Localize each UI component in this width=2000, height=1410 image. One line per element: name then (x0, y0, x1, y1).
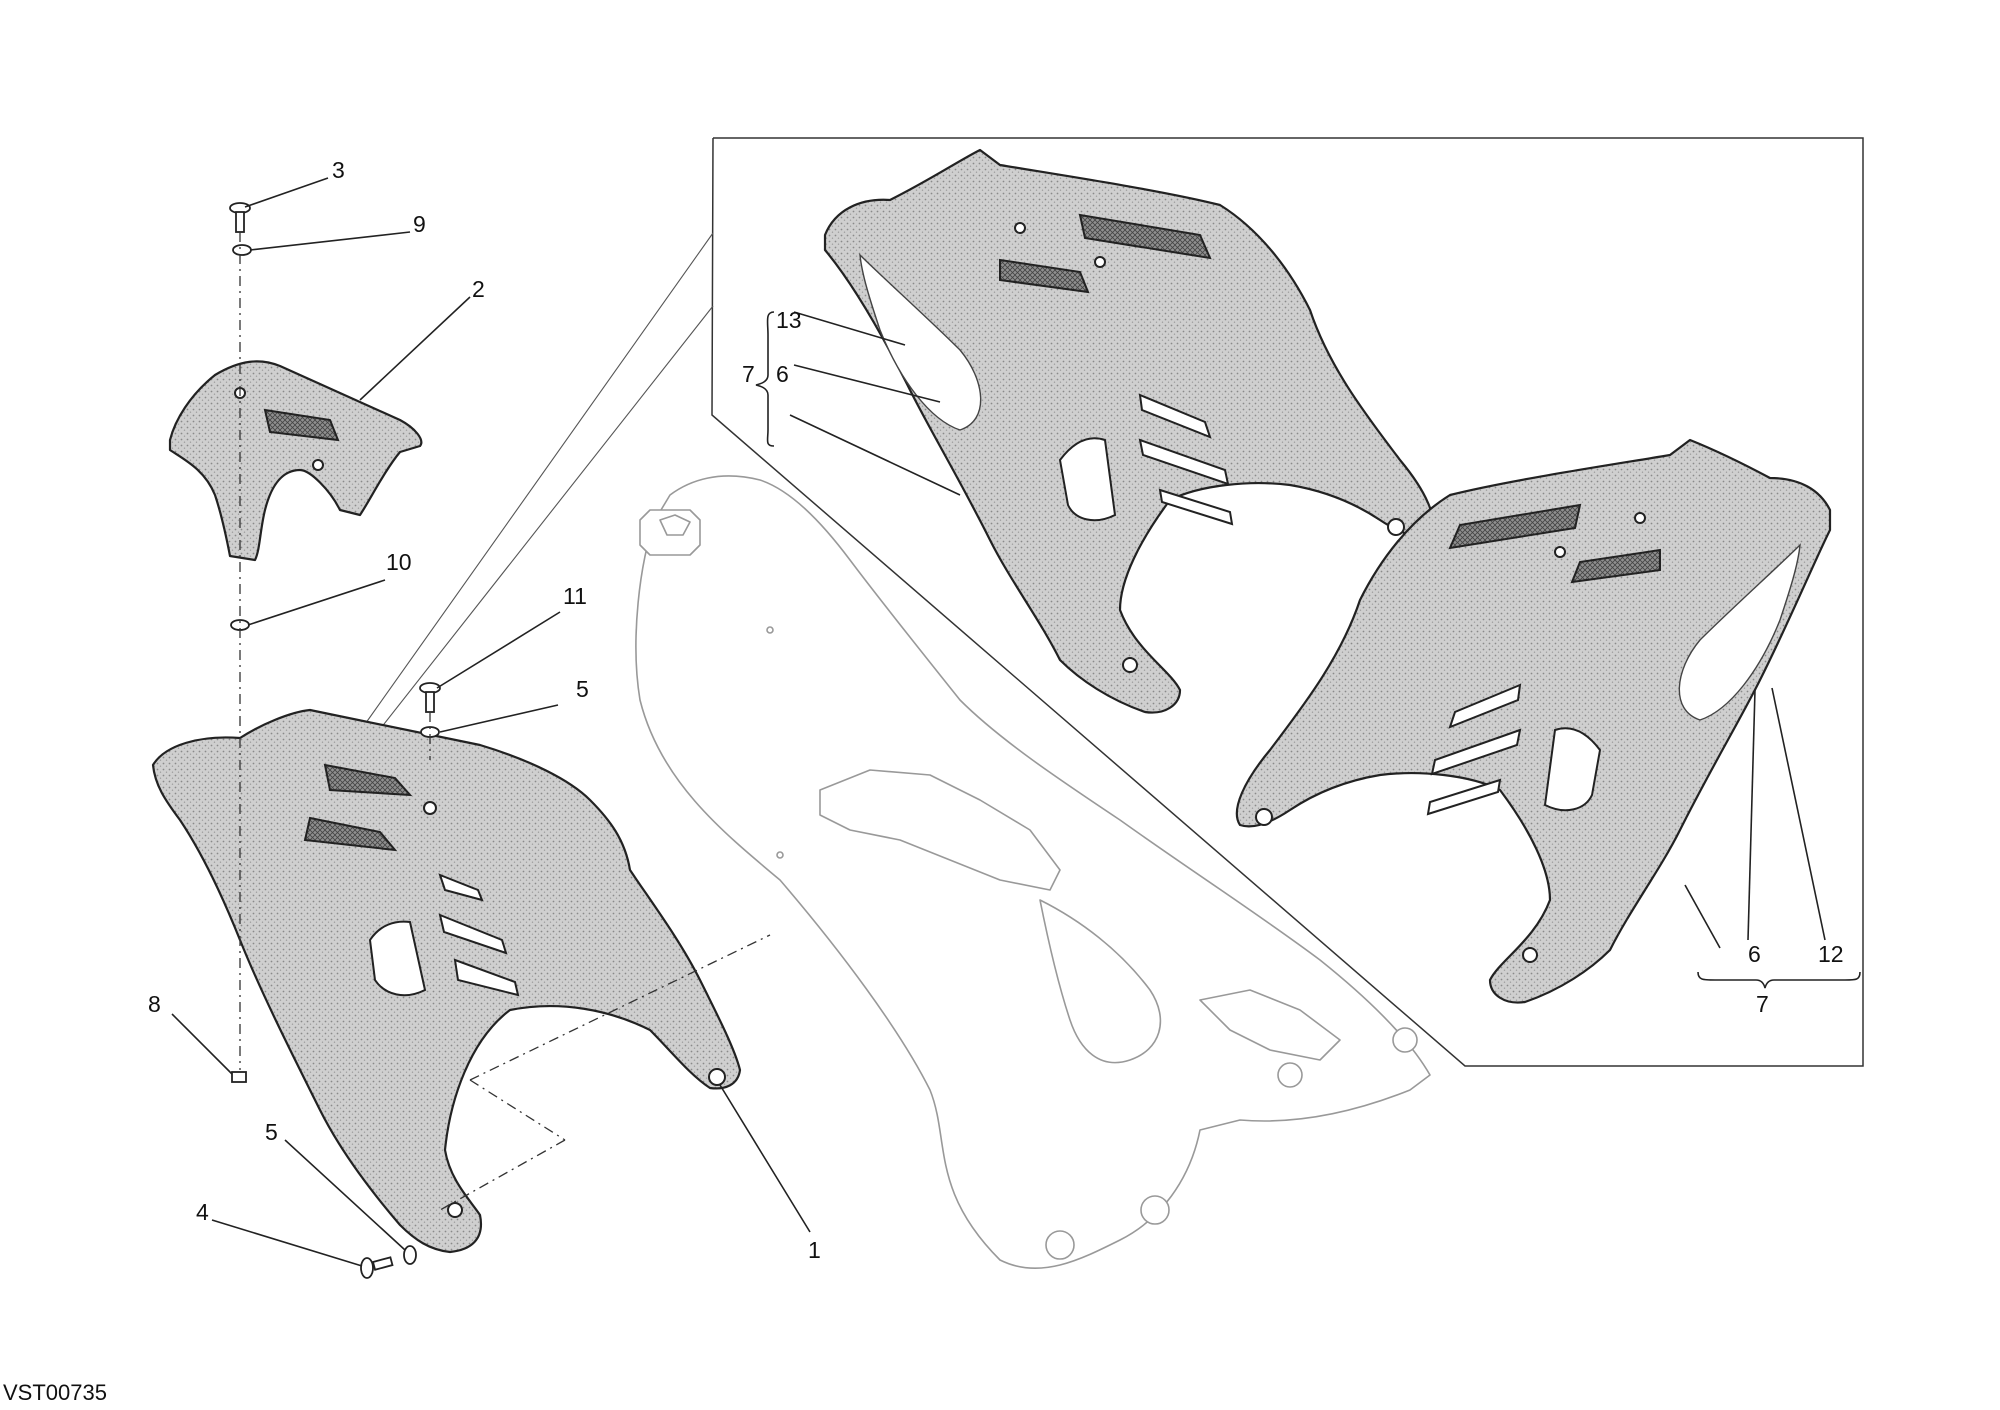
hardware (229, 202, 441, 1279)
washer-9 (232, 244, 252, 256)
callout-4: 4 (196, 1199, 209, 1225)
callout-6-upper: 6 (776, 361, 789, 387)
part-2-seat-cover (168, 360, 423, 562)
callout-7-upper: 7 (742, 361, 755, 387)
callout-3: 3 (332, 157, 345, 183)
callout-10: 10 (386, 549, 412, 575)
diagram-code: VST00735 (3, 1380, 107, 1405)
screw-4 (360, 1256, 394, 1279)
leader-lines (171, 177, 1861, 1267)
callout-2: 2 (472, 276, 485, 302)
callout-13: 13 (776, 307, 802, 333)
detail-tail-section-lower (1235, 438, 1832, 1004)
assembly-axes (239, 232, 771, 1211)
nut-8 (231, 1071, 247, 1083)
screw-3 (229, 202, 251, 233)
callout-8: 8 (148, 991, 161, 1017)
callout-11: 11 (563, 583, 587, 609)
washer-5-lower (403, 1245, 417, 1265)
callout-6-lower: 6 (1748, 941, 1761, 967)
detail-frame (362, 137, 1864, 1067)
callout-9: 9 (413, 211, 426, 237)
detail-tail-section-upper (823, 148, 1435, 714)
callouts: 3 9 2 10 11 5 8 5 4 1 13 6 7 6 12 7 (148, 157, 1844, 1263)
callout-5-lower: 5 (265, 1119, 278, 1145)
callout-7-lower: 7 (1756, 991, 1769, 1017)
part-1-tail-section (151, 708, 742, 1254)
subframe-outline (635, 475, 1431, 1269)
callout-12: 12 (1818, 941, 1844, 967)
callout-5-upper: 5 (576, 676, 589, 702)
callout-1: 1 (808, 1237, 821, 1263)
